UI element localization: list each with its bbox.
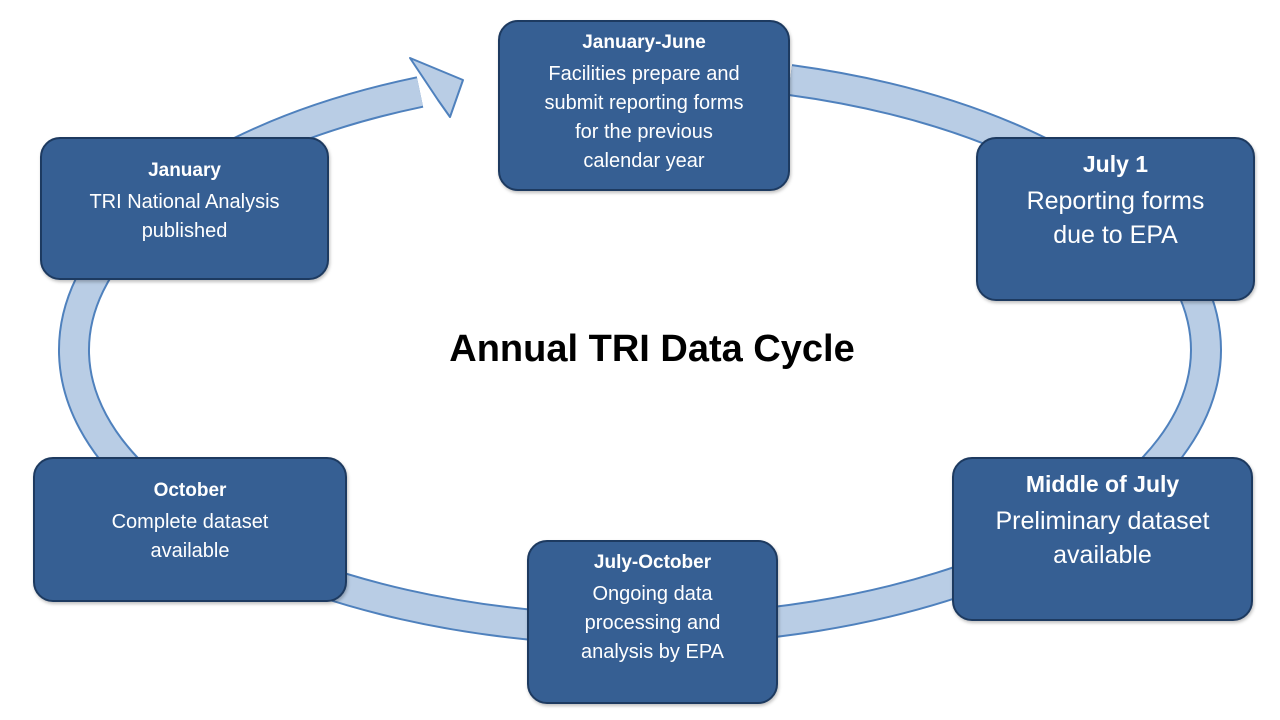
stage-heading: January [148, 160, 221, 181]
stage-description: Reporting forms due to EPA [1026, 187, 1205, 249]
stage-middle-of-july: Middle of July Preliminary dataset avail… [952, 457, 1253, 621]
stage-october: October Complete dataset available [33, 457, 347, 602]
stage-heading: January-June [582, 32, 706, 53]
arrowhead-icon [409, 57, 464, 118]
stage-description: TRI National Analysis published [89, 191, 280, 242]
stage-july-1: July 1 Reporting forms due to EPA [976, 137, 1255, 301]
stage-description: Complete dataset available [111, 511, 269, 562]
stage-heading: July 1 [1082, 151, 1149, 177]
stage-description: Ongoing data processing and analysis by … [580, 583, 725, 663]
stage-description: Facilities prepare and submit reporting … [544, 63, 744, 172]
stage-heading: Middle of July [1025, 471, 1180, 497]
diagram-title: Annual TRI Data Cycle [449, 328, 855, 370]
stage-description: Preliminary dataset available [995, 507, 1210, 569]
stage-january-june: January-June Facilities prepare and subm… [498, 20, 790, 191]
stage-heading: July-October [593, 552, 712, 573]
stage-january: January TRI National Analysis published [40, 137, 329, 280]
stage-july-october: July-October Ongoing data processing and… [527, 540, 778, 704]
stage-heading: October [153, 480, 227, 501]
